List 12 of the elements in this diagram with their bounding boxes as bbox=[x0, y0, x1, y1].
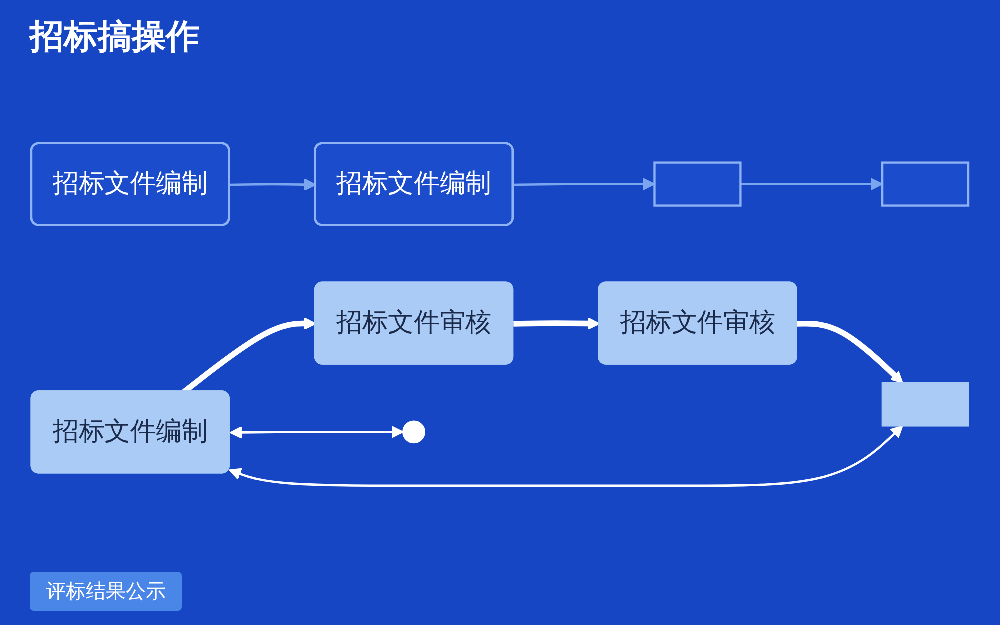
table-heading: 评标结果公示 bbox=[30, 572, 182, 611]
arrow bbox=[229, 426, 904, 488]
node-box bbox=[882, 382, 970, 428]
arrow bbox=[514, 178, 656, 191]
node-box bbox=[881, 162, 970, 208]
arrow bbox=[230, 178, 316, 192]
node-box bbox=[654, 162, 742, 208]
arrow bbox=[514, 318, 600, 330]
arrow bbox=[230, 426, 404, 440]
diagram-title: 招标搞操作 bbox=[30, 16, 200, 59]
arrow bbox=[740, 178, 884, 191]
arrow bbox=[797, 321, 904, 384]
